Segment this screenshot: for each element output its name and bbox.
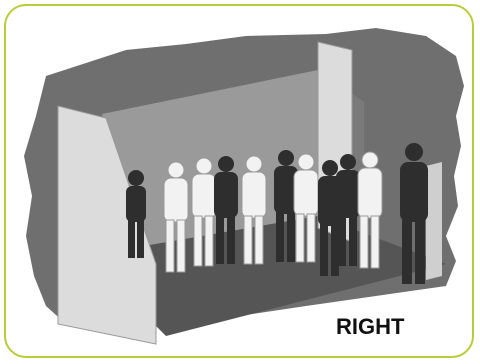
person-silhouette bbox=[191, 157, 217, 267]
person-silhouette bbox=[336, 154, 360, 266]
person-silhouette bbox=[400, 143, 428, 284]
illustration-frame: RIGHT bbox=[4, 4, 474, 358]
person-silhouette bbox=[214, 156, 238, 264]
person-silhouette bbox=[293, 153, 319, 263]
person-silhouette bbox=[274, 150, 298, 262]
left-panel bbox=[57, 105, 157, 345]
crowd bbox=[126, 143, 428, 284]
person-silhouette bbox=[163, 161, 189, 273]
room-illustration bbox=[24, 28, 464, 345]
caption-label: RIGHT bbox=[336, 314, 405, 339]
door-frame bbox=[426, 162, 442, 280]
person-silhouette bbox=[357, 151, 383, 269]
person-silhouette bbox=[241, 155, 267, 265]
person-silhouette bbox=[126, 170, 146, 258]
